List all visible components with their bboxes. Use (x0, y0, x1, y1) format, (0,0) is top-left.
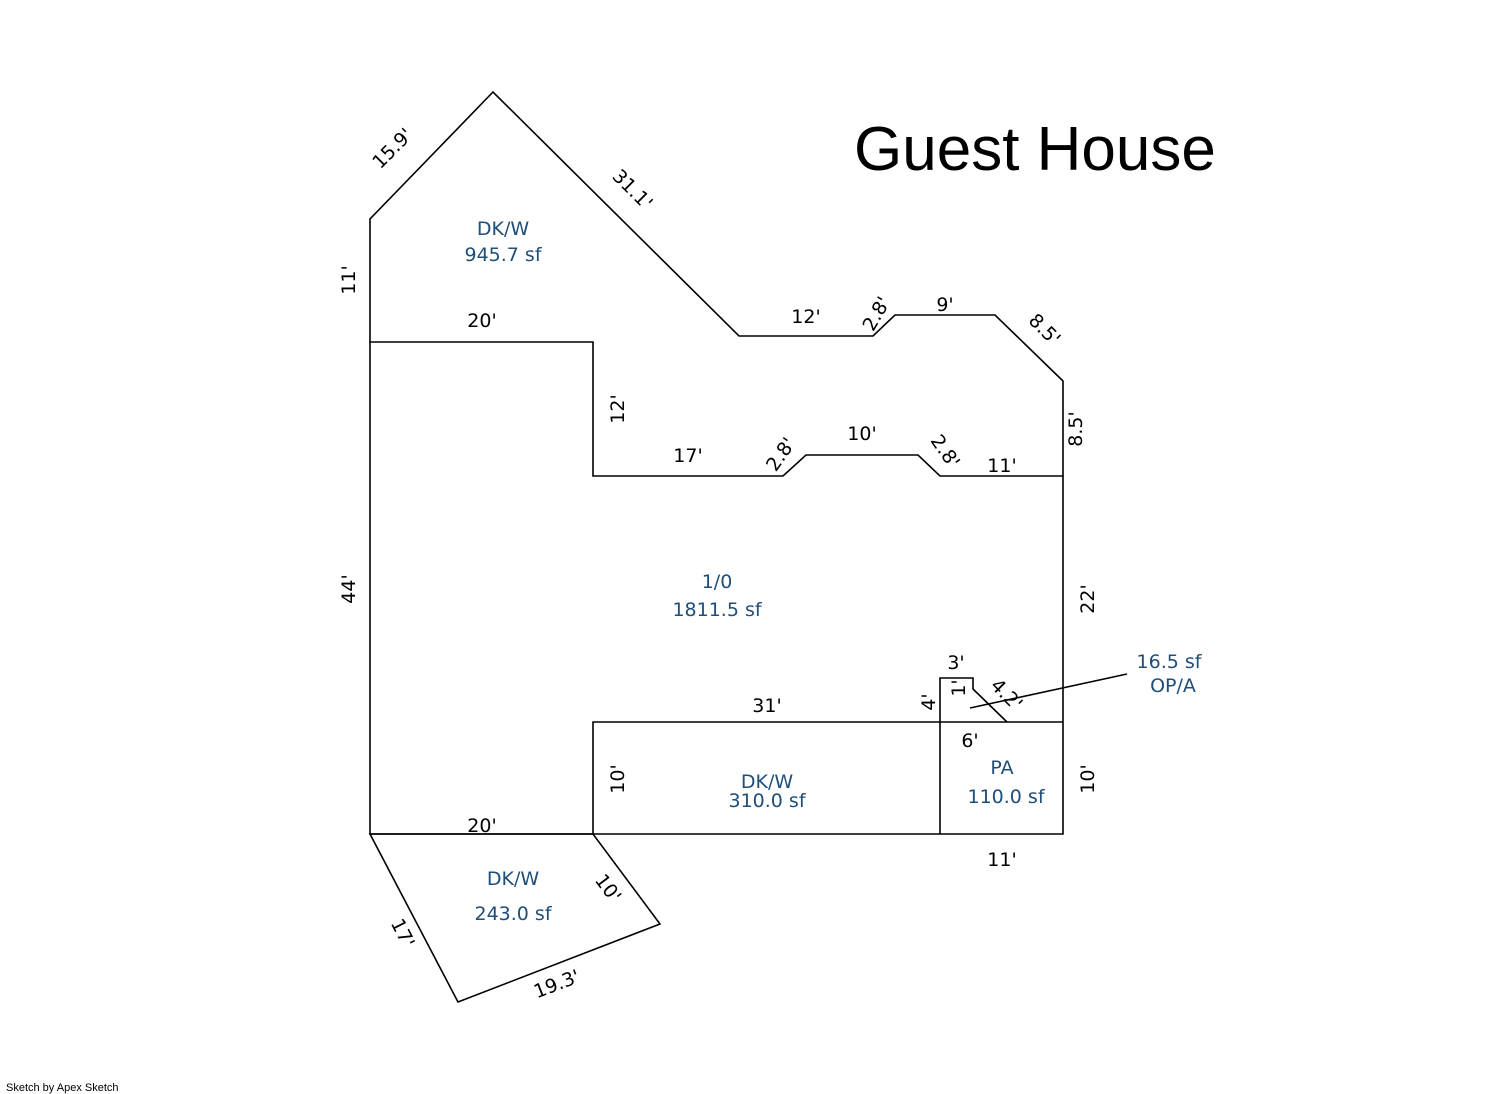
dimension-label: 17' (386, 915, 419, 951)
dimension-label: 17' (673, 445, 702, 467)
page-title: Guest House (854, 115, 1216, 184)
dimension-label: 6' (961, 730, 978, 752)
area-label-size: 110.0 sf (967, 786, 1045, 808)
dimension-label: 4' (918, 693, 940, 710)
dimension-label: 2.8' (926, 431, 964, 473)
footer-credit: Sketch by Apex Sketch (6, 1082, 119, 1094)
area-label-code: 1/0 (702, 571, 733, 593)
dimension-label: 12' (791, 306, 820, 328)
area-label-size: 243.0 sf (474, 903, 552, 925)
area-label-size: 1811.5 sf (672, 599, 762, 621)
dimension-label: 4.2' (986, 674, 1027, 715)
dimension-label: 11' (987, 849, 1016, 871)
dimension-label: 20' (467, 310, 496, 332)
area-label-size: 16.5 sf (1137, 651, 1203, 673)
dk-w-top-outline (369, 90, 1064, 476)
dimension-label: 20' (467, 815, 496, 837)
area-label-code: DK/W (741, 771, 793, 793)
area-label-size: 310.0 sf (728, 790, 806, 812)
dimension-label: 8.5' (1024, 309, 1065, 350)
dimension-label: 11' (987, 455, 1016, 477)
area-label-code: PA (990, 757, 1013, 779)
dimension-label: 22' (1077, 584, 1099, 613)
dimension-label: 10' (607, 764, 629, 793)
dimension-label: 1' (948, 679, 970, 696)
area-label-code: DK/W (477, 218, 529, 240)
area-label-code: OP/A (1150, 675, 1196, 697)
dimension-label: 2.8' (762, 434, 800, 476)
dimension-label: 11' (338, 265, 360, 294)
dk-w-lower-outline (368, 833, 662, 1004)
dimension-label: 12' (607, 394, 629, 423)
dimension-label: 10' (847, 423, 876, 445)
dimension-label: 31.1' (608, 165, 657, 214)
dimension-label: 31' (752, 695, 781, 717)
dimension-label: 8.5' (1065, 411, 1087, 446)
area-label-size: 945.7 sf (464, 244, 542, 266)
area-label-code: DK/W (487, 868, 539, 890)
dimension-label: 10' (590, 870, 625, 907)
dimension-label: 2.8' (858, 293, 895, 335)
op-a-leader-line (969, 673, 1128, 709)
dimension-label: 15.9' (368, 124, 417, 173)
dk-w-bottom-outline (592, 721, 1063, 834)
dimension-label: 10' (1077, 764, 1099, 793)
main-area-outline (369, 341, 1064, 835)
dimension-label: 44' (338, 574, 360, 603)
dimension-label: 3' (947, 652, 964, 674)
op-a-outline (939, 677, 1008, 723)
dimension-label: 9' (936, 294, 953, 316)
